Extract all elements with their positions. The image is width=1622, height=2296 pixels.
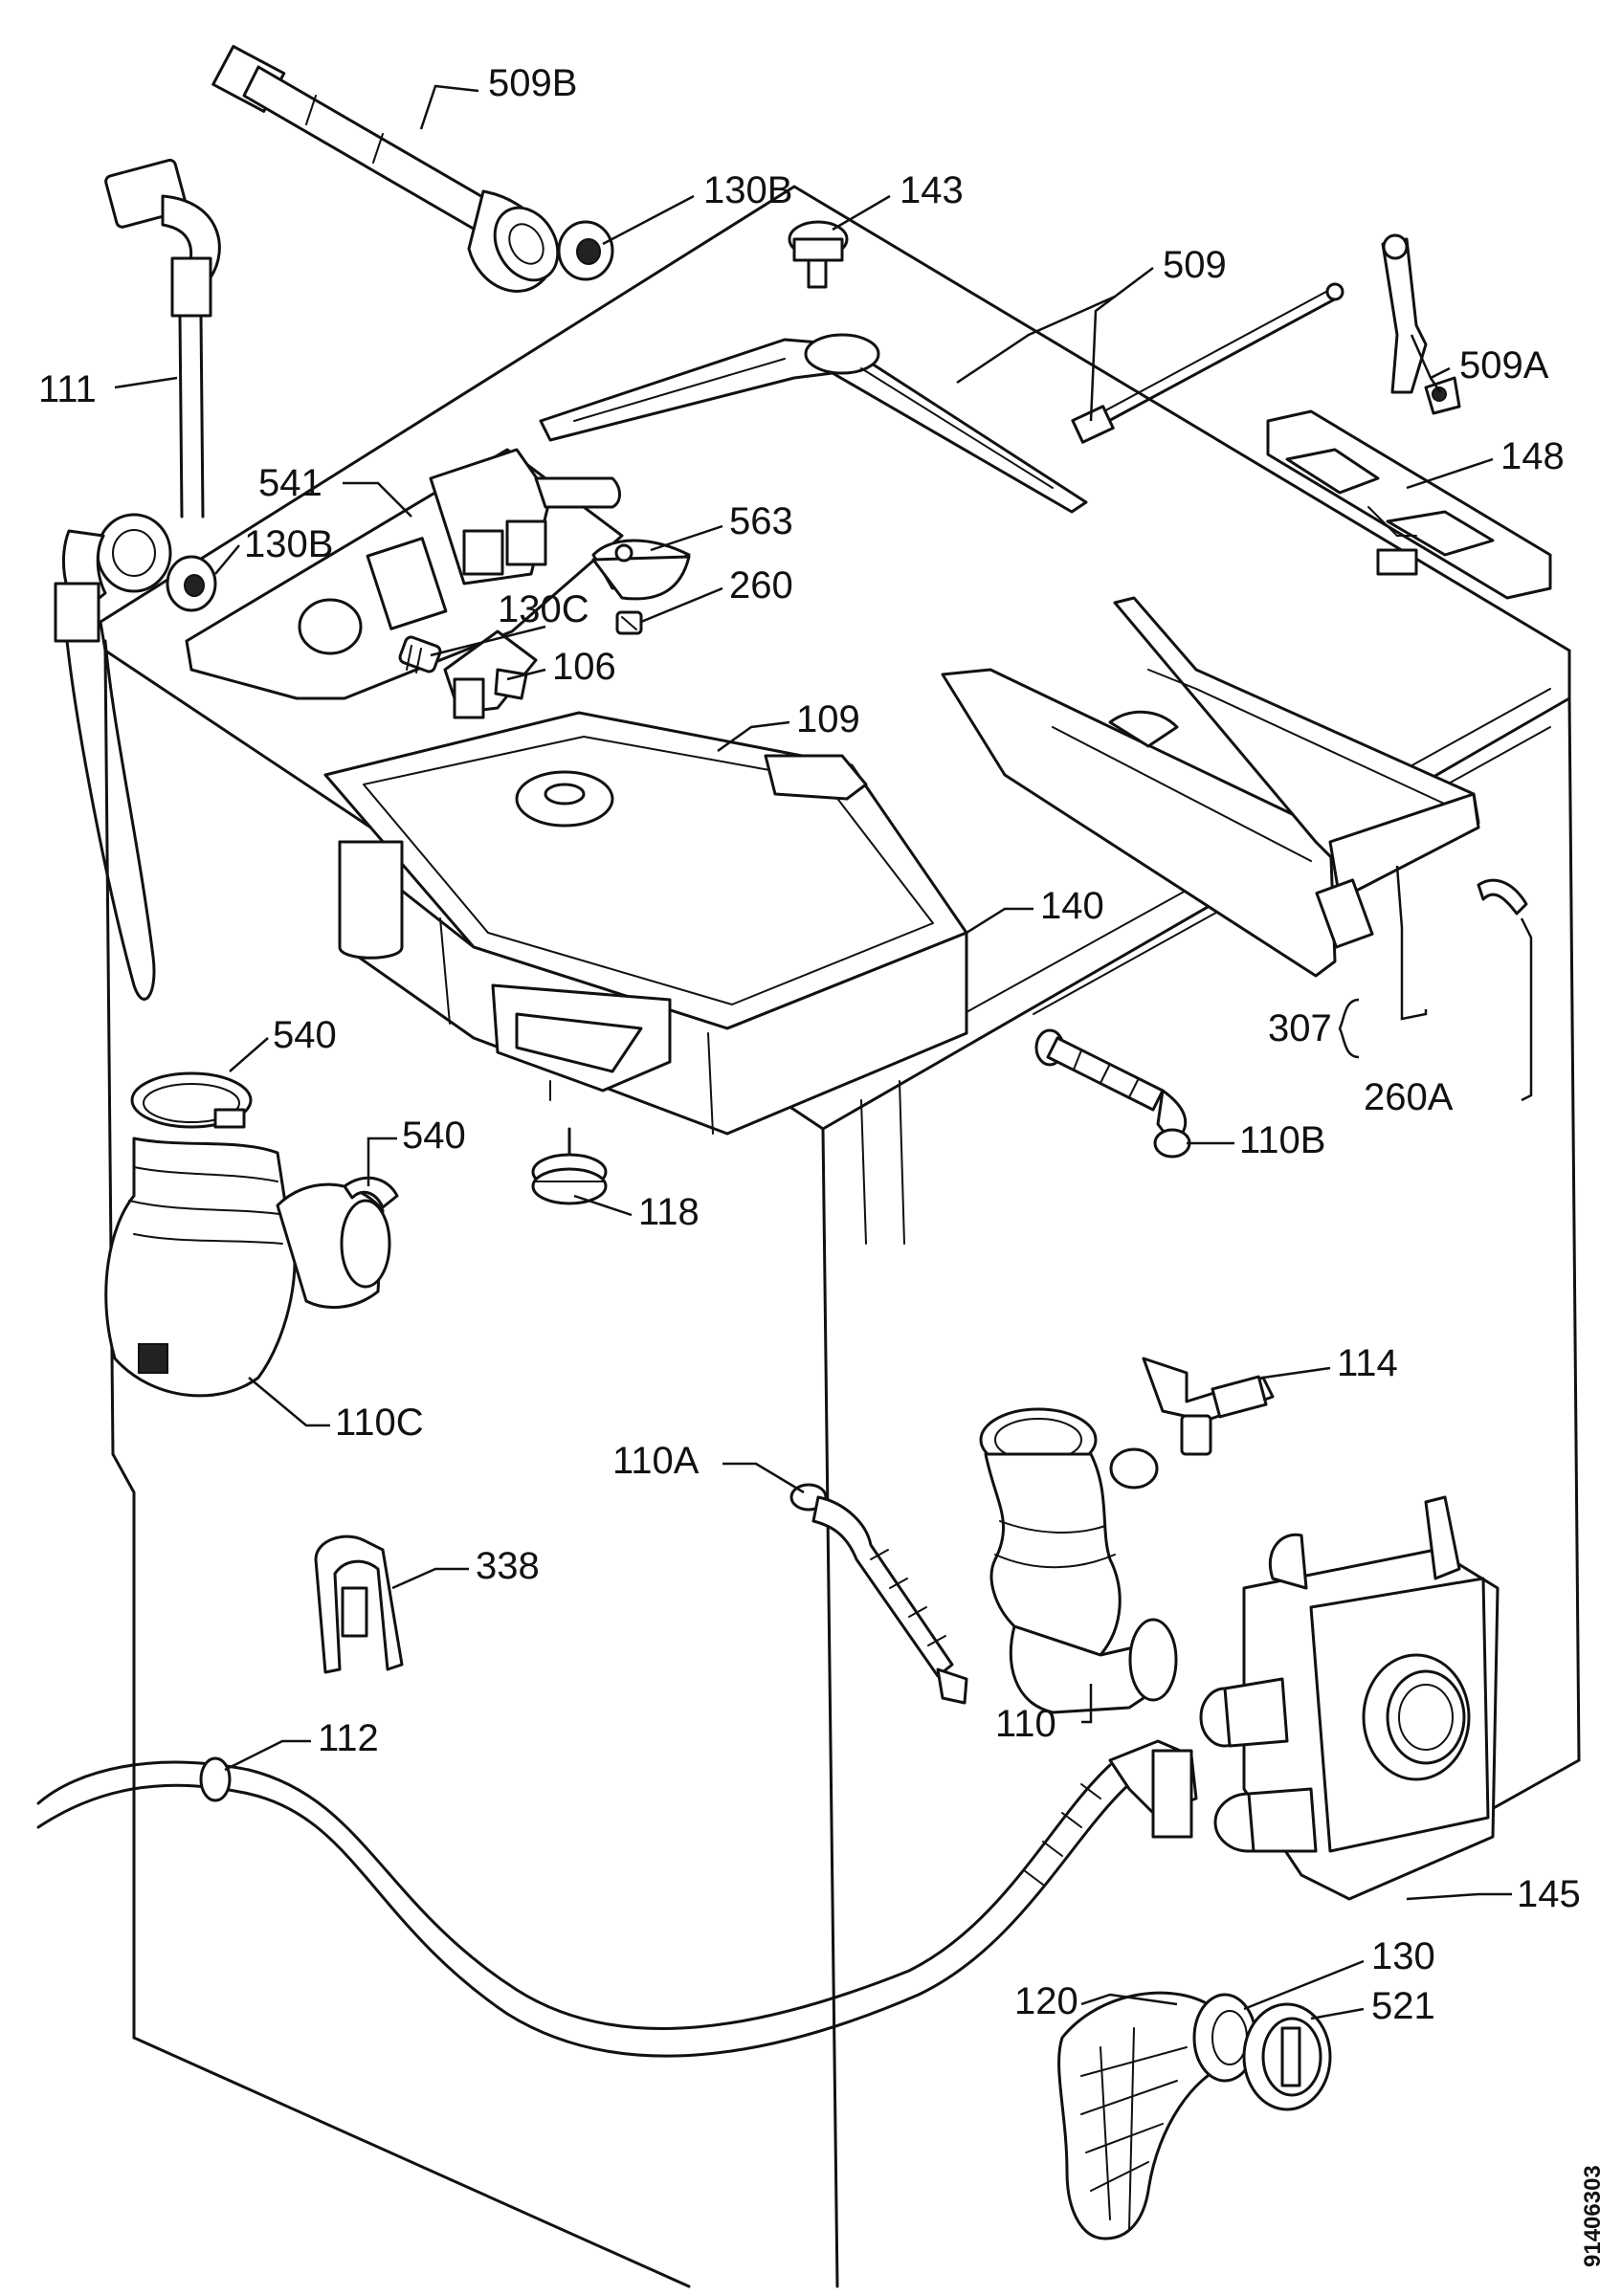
- inlet-valve-hose-509b: [211, 44, 560, 293]
- rod-509: [1071, 282, 1344, 444]
- seal-130: [1192, 1993, 1257, 2083]
- label-120: 120: [1014, 1980, 1078, 2022]
- label-111: 111: [38, 368, 97, 410]
- label-130c: 130C: [498, 588, 589, 630]
- label-109: 109: [796, 698, 860, 740]
- bellows-110: [979, 1407, 1178, 1714]
- label-130b-top: 130B: [703, 169, 792, 211]
- label-110: 110: [995, 1703, 1056, 1745]
- label-130: 130: [1371, 1935, 1435, 1977]
- label-106: 106: [552, 646, 616, 688]
- filter-120: [1057, 1991, 1227, 2241]
- leader-lines: [214, 84, 1533, 2020]
- hose-110a: [789, 1483, 968, 1705]
- inlet-hose-111: [104, 158, 221, 519]
- washer-130b-top: [557, 220, 614, 281]
- label-521: 521: [1371, 1985, 1435, 2027]
- control-lever-509: [539, 333, 1088, 514]
- hose-clamp-540-top: [130, 1071, 253, 1129]
- label-148: 148: [1500, 435, 1565, 477]
- sector-plate-563: [591, 539, 691, 601]
- bracket-509a: [1381, 233, 1461, 415]
- label-307: 307: [1268, 1007, 1332, 1049]
- washer-130b-mid: [166, 555, 217, 612]
- label-130b-mid: 130B: [244, 523, 333, 565]
- label-509b: 509B: [488, 62, 577, 104]
- pump-housing-145: [1199, 1495, 1500, 1901]
- clip-106: [443, 629, 538, 719]
- drain-hose-112: [36, 1739, 1198, 2058]
- label-118: 118: [638, 1191, 700, 1233]
- label-540-mid: 540: [402, 1115, 466, 1157]
- detergent-drawer: [941, 596, 1480, 978]
- inlet-hose-111-lower: [54, 513, 172, 1001]
- label-563: 563: [729, 500, 793, 542]
- label-140: 140: [1040, 885, 1104, 927]
- dispenser-handle-148: [1266, 409, 1552, 600]
- knob-143: [788, 220, 849, 289]
- label-541: 541: [258, 462, 322, 504]
- label-112: 112: [318, 1717, 379, 1759]
- label-110b: 110B: [1239, 1119, 1325, 1161]
- label-110a: 110A: [612, 1440, 700, 1482]
- gear-118: [531, 1127, 608, 1205]
- part-labels: 509B 130B 143 509 111 509A 148 541 563 1…: [38, 62, 1606, 2267]
- bracket-541: [185, 448, 624, 700]
- hose-110b: [1034, 1028, 1191, 1159]
- label-260a: 260A: [1364, 1076, 1454, 1118]
- label-260: 260: [729, 564, 793, 607]
- label-540-top: 540: [273, 1014, 337, 1056]
- label-338: 338: [476, 1545, 540, 1587]
- cap-521: [1242, 2002, 1332, 2111]
- label-110c: 110C: [335, 1402, 424, 1444]
- label-114: 114: [1337, 1342, 1398, 1384]
- label-509: 509: [1163, 244, 1227, 286]
- label-509a: 509A: [1459, 344, 1549, 386]
- clip-338: [314, 1534, 404, 1674]
- label-145: 145: [1517, 1873, 1581, 1915]
- label-143: 143: [900, 169, 964, 211]
- bellows-110c: [104, 1137, 391, 1398]
- dispenser-housing-109-140: [323, 711, 968, 1136]
- bracket-114: [1142, 1357, 1275, 1456]
- hose-clamp-540-mid: [343, 1176, 399, 1209]
- document-number: 91406303: [1580, 2165, 1606, 2267]
- coupling-130c: [398, 635, 442, 673]
- spring-260: [615, 610, 643, 635]
- clip-260a: [1477, 878, 1528, 916]
